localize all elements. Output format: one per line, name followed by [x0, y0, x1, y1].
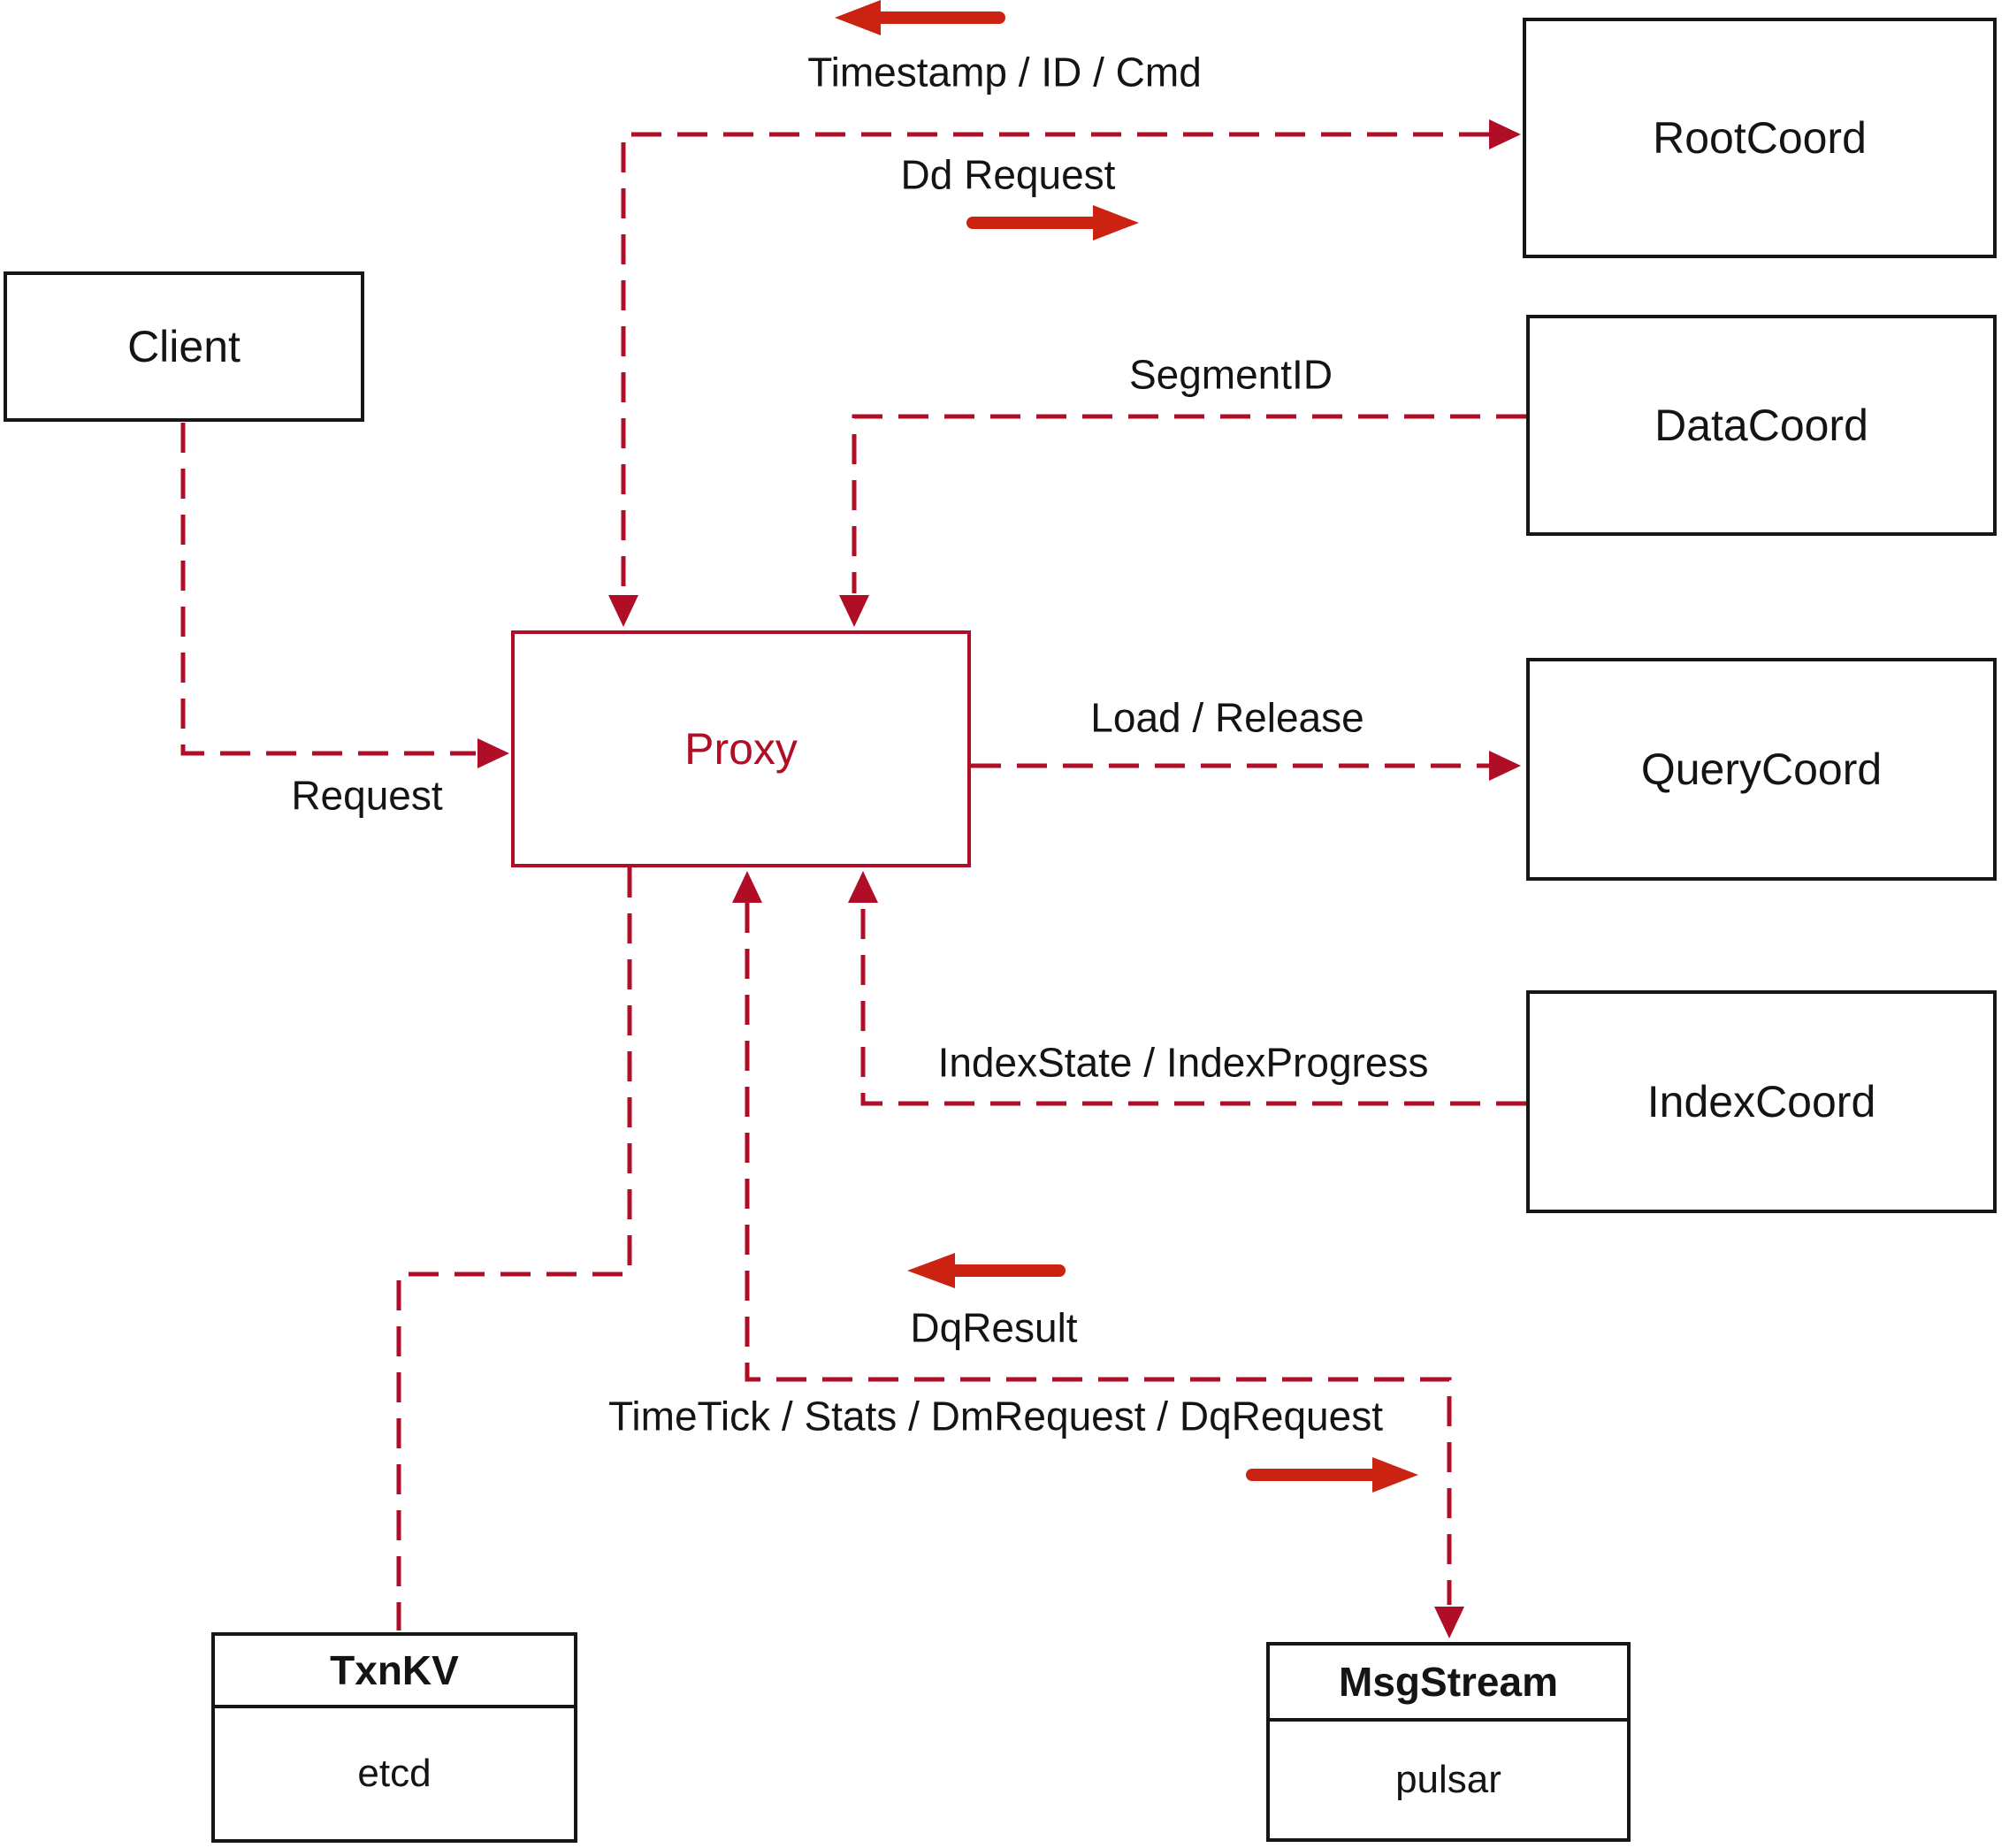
edge-label-dd-request: Dd Request — [900, 151, 1116, 198]
node-rootcoord: RootCoord — [1523, 18, 1997, 258]
edge-label-timestamp-id-cmd: Timestamp / ID / Cmd — [807, 49, 1202, 95]
node-msgstream-title: MsgStream — [1270, 1646, 1627, 1722]
left-arrow-icon-dq-result — [907, 1253, 1066, 1288]
node-txnkv-impl: etcd — [357, 1752, 432, 1795]
node-txnkv-title: TxnKV — [215, 1636, 574, 1708]
edge-label-load-release: Load / Release — [1090, 694, 1364, 741]
edge-label-segment-id: SegmentID — [1128, 351, 1333, 398]
node-client-label: Client — [127, 322, 241, 371]
left-arrow-icon-timestamp — [835, 0, 1005, 35]
right-arrow-icon-dd-request — [966, 205, 1139, 241]
node-datacoord-label: DataCoord — [1654, 401, 1868, 450]
edge-proxy-msgstream — [732, 871, 1464, 1638]
node-proxy: Proxy — [511, 630, 971, 867]
edge-label-index-state-progress: IndexState / IndexProgress — [937, 1039, 1429, 1086]
node-querycoord: QueryCoord — [1526, 658, 1997, 881]
edge-client-proxy — [180, 423, 509, 768]
edge-label-request: Request — [291, 772, 443, 819]
node-indexcoord-label: IndexCoord — [1646, 1077, 1876, 1126]
node-txnkv: TxnKV etcd — [211, 1632, 577, 1843]
node-querycoord-label: QueryCoord — [1640, 745, 1883, 794]
node-msgstream-impl: pulsar — [1395, 1758, 1501, 1801]
edge-proxy-txnkv — [396, 867, 632, 1630]
edge-label-dq-result: DqResult — [910, 1304, 1078, 1351]
node-proxy-label: Proxy — [684, 724, 798, 774]
node-msgstream: MsgStream pulsar — [1266, 1642, 1631, 1842]
right-arrow-icon-time-tick — [1246, 1457, 1418, 1493]
node-rootcoord-label: RootCoord — [1653, 113, 1867, 163]
node-indexcoord: IndexCoord — [1526, 990, 1997, 1213]
edge-label-time-tick-stats: TimeTick / Stats / DmRequest / DqRequest — [608, 1393, 1383, 1439]
edge-proxy-rootcoord — [608, 119, 1521, 627]
node-datacoord: DataCoord — [1526, 315, 1997, 536]
edge-datacoord-proxy — [839, 414, 1526, 627]
edge-indexcoord-proxy — [848, 871, 1526, 1106]
node-client: Client — [4, 271, 364, 422]
edge-proxy-querycoord — [971, 751, 1521, 781]
